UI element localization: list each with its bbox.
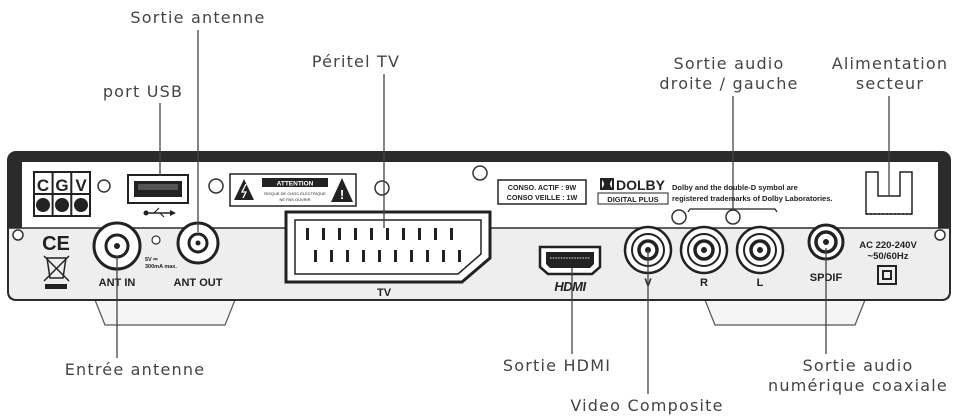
dolby-notice-line1: Dolby and the double-D symbol are xyxy=(672,183,798,192)
conso-veille: CONSO VEILLE : 1W xyxy=(507,193,578,202)
scart-pin xyxy=(450,228,453,240)
callout-sortie-antenne: Sortie antenne xyxy=(130,8,266,27)
callout-audio-numerique-line2: numérique coaxiale xyxy=(768,376,948,395)
ac-line1: AC 220-240V xyxy=(859,240,917,251)
callout-port-usb: port USB xyxy=(102,82,184,101)
l-label: L xyxy=(757,277,764,289)
callout-sortie-audio-line1: Sortie audio xyxy=(673,54,785,73)
callout-alimentation-line2: secteur xyxy=(855,74,925,93)
scart-pin xyxy=(370,228,373,240)
power-consumption-label: CONSO. ACTIF : 9W CONSO VEILLE : 1W xyxy=(497,179,587,205)
screw-hole xyxy=(472,165,488,181)
screw-hole xyxy=(374,180,390,196)
scart-pin xyxy=(418,228,421,240)
rca-center-pin xyxy=(757,247,763,253)
scart-pin xyxy=(322,228,325,240)
spdif-connector[interactable] xyxy=(807,223,845,261)
usb-symbol-icon xyxy=(143,207,176,218)
hdmi-logo: HDMI xyxy=(554,279,586,294)
scart-pins xyxy=(306,228,461,262)
callout-alimentation-line1: Alimentation xyxy=(831,54,949,73)
scart-pin xyxy=(306,228,309,240)
scart-pin xyxy=(402,228,405,240)
rca-audio-right-connector[interactable] xyxy=(679,225,729,275)
screw-hole xyxy=(97,179,111,193)
callout-audio-numerique: Sortie audio numérique coaxiale xyxy=(758,356,958,396)
screw-hole xyxy=(725,209,741,225)
rca-audio-left-connector[interactable] xyxy=(735,225,785,275)
right-side-hole xyxy=(934,229,946,241)
callout-audio-numerique-line1: Sortie audio xyxy=(802,356,914,375)
screw-hole xyxy=(671,209,687,225)
conso-actif: CONSO. ACTIF : 9W xyxy=(508,183,577,192)
screw-hole xyxy=(208,178,224,194)
callout-peritel-tv: Péritel TV xyxy=(311,52,401,71)
dolby-notice-line2: registered trademarks of Dolby Laborator… xyxy=(672,194,832,203)
right-foot xyxy=(704,299,866,326)
scart-pin xyxy=(354,228,357,240)
panel-outline xyxy=(7,151,951,301)
ant-out-connector[interactable] xyxy=(176,221,220,265)
dolby-logo: DOLBY DIGITAL PLUS xyxy=(597,177,669,205)
left-side-hole xyxy=(12,229,24,241)
ant-in-connector[interactable] xyxy=(92,221,142,271)
scart-pin xyxy=(330,250,333,262)
attention-warning-label: ATTENTION RISQUE DE CHOC ELECTRIQUE NE P… xyxy=(229,173,357,207)
ac-line2: ~50/60Hz xyxy=(868,251,909,262)
double-insulation-icon xyxy=(877,265,897,285)
hdmi-port[interactable] xyxy=(538,245,602,276)
dolby-word: DOLBY xyxy=(616,177,666,193)
cgv-letter-v: V xyxy=(75,176,87,195)
attention-line2: NE PAS OUVRIR xyxy=(279,197,310,202)
ant-out-label: ANT OUT xyxy=(174,277,223,289)
scart-pin xyxy=(442,250,445,262)
callout-sortie-hdmi: Sortie HDMI xyxy=(502,356,612,375)
rca-center-pin xyxy=(701,247,707,253)
ce-mark: CE xyxy=(42,233,70,255)
left-foot xyxy=(94,299,236,326)
cgv-logo: C G V xyxy=(33,171,91,217)
dolby-sub: DIGITAL PLUS xyxy=(607,195,658,204)
scart-pin xyxy=(394,250,397,262)
usb-power-line1: 5V ⎓ xyxy=(145,257,158,263)
scart-pin xyxy=(362,250,365,262)
callout-alimentation: Alimentation secteur xyxy=(820,54,959,94)
scart-pin xyxy=(378,250,381,262)
scart-pin xyxy=(386,228,389,240)
callout-video-composite: Video Composite xyxy=(570,396,724,415)
tv-label: TV xyxy=(377,287,392,299)
callout-sortie-audio-line2: droite / gauche xyxy=(659,74,799,93)
usb-port[interactable] xyxy=(127,174,189,204)
cgv-letter-c: C xyxy=(37,176,49,195)
callout-sortie-audio: Sortie audio droite / gauche xyxy=(634,54,824,94)
callout-entree-antenne: Entrée antenne xyxy=(64,360,206,379)
scart-pin xyxy=(426,250,429,262)
svg-text:!: ! xyxy=(340,187,344,202)
attention-title: ATTENTION xyxy=(277,181,314,188)
scart-pin xyxy=(338,228,341,240)
scart-pin xyxy=(314,250,317,262)
scart-pin xyxy=(458,250,461,262)
cgv-letter-g: G xyxy=(55,176,68,195)
leader-lines xyxy=(116,30,890,394)
weee-bin-icon xyxy=(43,255,70,289)
r-label: R xyxy=(700,277,708,289)
scart-pin xyxy=(434,228,437,240)
power-cord-inlet[interactable] xyxy=(865,171,913,215)
scart-pin xyxy=(346,250,349,262)
scart-connector[interactable] xyxy=(284,210,492,284)
scart-pin xyxy=(410,250,413,262)
usb-power-line2: 300mA max. xyxy=(145,264,177,270)
attention-line1: RISQUE DE CHOC ELECTRIQUE xyxy=(264,191,326,196)
led-indicator xyxy=(151,235,161,245)
